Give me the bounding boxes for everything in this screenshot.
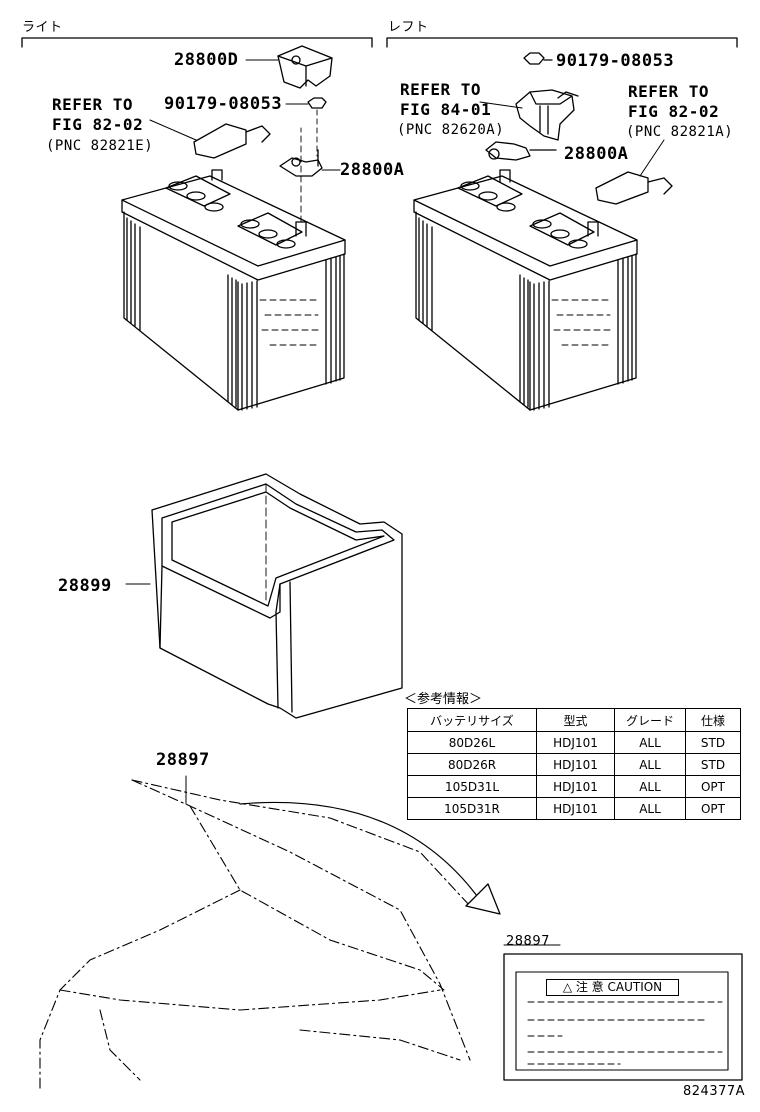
hood-arrow bbox=[239, 801, 501, 915]
part-number-28800A-right[interactable]: 28800A bbox=[340, 160, 405, 180]
header-grade: グレード bbox=[614, 708, 686, 732]
cell-grade: ALL bbox=[614, 731, 686, 754]
ref-82-line1[interactable]: REFER TO bbox=[628, 82, 710, 101]
battery-left bbox=[413, 169, 638, 411]
ref-82-pnc: (PNC 82821A) bbox=[626, 124, 734, 140]
section-bracket-left bbox=[386, 37, 738, 48]
vehicle-hood-sketch bbox=[39, 779, 471, 1091]
part-number-28897[interactable]: 28897 bbox=[156, 750, 210, 770]
section-label-left: レフト bbox=[388, 20, 429, 35]
terminal-protector-right bbox=[193, 123, 271, 159]
terminal-clamp-right bbox=[279, 149, 323, 177]
ref-84-line1[interactable]: REFER TO bbox=[400, 80, 482, 99]
section-label-right: ライト bbox=[22, 20, 63, 35]
info-table-caption: ＜参考情報＞ bbox=[404, 692, 483, 707]
part-number-nut-right[interactable]: 90179-08053 bbox=[164, 94, 283, 114]
table-row: 80D26L HDJ101 ALL STD bbox=[407, 731, 741, 754]
ref-84-pnc: (PNC 82620A) bbox=[397, 122, 505, 138]
table-row: 105D31R HDJ101 ALL OPT bbox=[407, 797, 741, 820]
cell-battery-size: 105D31L bbox=[407, 775, 537, 798]
ref-84-line2[interactable]: FIG 84-01 bbox=[400, 100, 492, 119]
terminal-clamp-left bbox=[485, 141, 557, 161]
header-model: 型式 bbox=[536, 708, 615, 732]
nut-right bbox=[307, 97, 327, 157]
cell-grade: ALL bbox=[614, 775, 686, 798]
caution-plate-detail bbox=[503, 953, 743, 1081]
battery-tray bbox=[151, 473, 403, 719]
leader-lines-left bbox=[479, 101, 523, 109]
cell-spec: OPT bbox=[685, 775, 741, 798]
part-number-nut-left[interactable]: 90179-08053 bbox=[556, 51, 675, 71]
part-number-28800D[interactable]: 28800D bbox=[174, 50, 239, 70]
part-number-28800A-left[interactable]: 28800A bbox=[564, 144, 629, 164]
caution-label: △ 注 意 CAUTION bbox=[546, 979, 679, 996]
header-battery-size: バッテリサイズ bbox=[407, 708, 537, 732]
battery-info-table: バッテリサイズ 型式 グレード 仕様 80D26L HDJ101 ALL STD… bbox=[407, 708, 741, 820]
table-row: 105D31L HDJ101 ALL OPT bbox=[407, 775, 741, 798]
cell-battery-size: 80D26L bbox=[407, 731, 537, 754]
cell-model: HDJ101 bbox=[536, 797, 615, 820]
leader-lines-right bbox=[149, 59, 341, 171]
part-number-28899[interactable]: 28899 bbox=[58, 576, 112, 596]
ref-right-line2[interactable]: FIG 82-02 bbox=[52, 115, 144, 134]
cell-spec: STD bbox=[685, 731, 741, 754]
table-row: 80D26R HDJ101 ALL STD bbox=[407, 753, 741, 776]
cell-battery-size: 80D26R bbox=[407, 753, 537, 776]
figure-id: 824377A bbox=[683, 1084, 746, 1099]
cell-model: HDJ101 bbox=[536, 731, 615, 754]
cell-model: HDJ101 bbox=[536, 775, 615, 798]
cell-grade: ALL bbox=[614, 797, 686, 820]
battery-right bbox=[121, 127, 346, 411]
cell-model: HDJ101 bbox=[536, 753, 615, 776]
cell-spec: STD bbox=[685, 753, 741, 776]
terminal-protector-left bbox=[595, 139, 673, 205]
ref-right-pnc: (PNC 82821E) bbox=[46, 138, 154, 154]
cell-spec: OPT bbox=[685, 797, 741, 820]
ref-82-line2[interactable]: FIG 82-02 bbox=[628, 102, 720, 121]
cell-battery-size: 105D31R bbox=[407, 797, 537, 820]
cell-grade: ALL bbox=[614, 753, 686, 776]
header-spec: 仕様 bbox=[685, 708, 741, 732]
table-header-row: バッテリサイズ 型式 グレード 仕様 bbox=[407, 708, 741, 732]
section-bracket-right bbox=[21, 37, 373, 48]
nut-left bbox=[523, 52, 553, 65]
terminal-cover-28800D bbox=[277, 45, 333, 89]
part-number-28897-detail: 28897 bbox=[506, 934, 550, 949]
ref-right-line1[interactable]: REFER TO bbox=[52, 95, 134, 114]
fuse-bracket-left bbox=[515, 89, 579, 141]
